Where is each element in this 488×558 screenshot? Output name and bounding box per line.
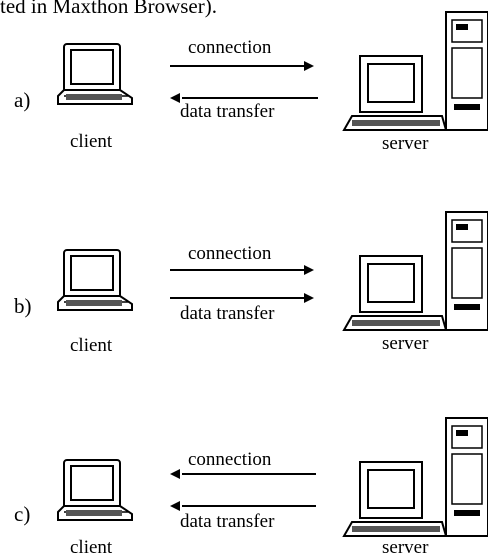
panel-a: a) connection data trans [0,0,488,160]
caption-fragment: ted in Maxthon Browser). [0,0,217,18]
client-label: client [70,537,113,558]
panel-c: c) connection data trans [0,398,488,558]
laptop-icon [57,249,133,311]
panel-label: c) [14,502,31,526]
panel-label: b) [14,294,32,318]
server-label: server [382,537,429,558]
client-label: client [70,335,113,356]
data-transfer-arrow [170,501,316,511]
panel-a-graphics [57,11,488,131]
panel-b: b) connection data trans [0,206,488,366]
panel-b-graphics [57,211,488,331]
data-transfer-arrow [170,293,314,303]
connection-arrow [170,61,314,71]
data-transfer-label: data transfer [180,101,275,122]
connection-label: connection [188,37,272,58]
panel-c-graphics [57,417,488,537]
laptop-icon [57,459,133,521]
server-icon [342,417,488,537]
connection-arrow [170,265,314,275]
panel-label: a) [14,88,31,112]
client-label: client [70,131,113,152]
server-icon [342,11,488,131]
server-label: server [382,133,429,154]
connection-label: connection [188,449,272,470]
connection-arrow [170,469,316,479]
data-transfer-label: data transfer [180,303,275,324]
connection-label: connection [188,243,272,264]
server-icon [342,211,488,331]
laptop-icon [57,43,133,105]
server-label: server [382,333,429,354]
data-transfer-arrow [170,93,318,103]
data-transfer-label: data transfer [180,511,275,532]
